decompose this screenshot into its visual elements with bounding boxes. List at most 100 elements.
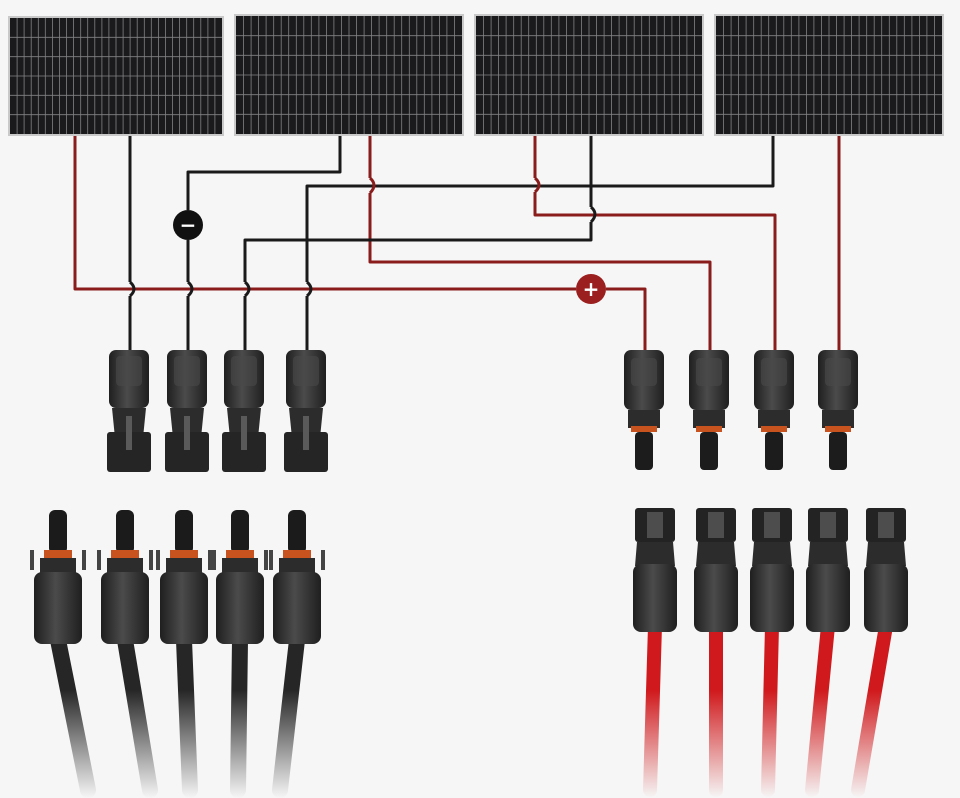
connector-mouth: [222, 432, 266, 472]
connector-mouth: [284, 432, 328, 472]
bottom-fade: [0, 690, 960, 798]
panel-grid: [236, 16, 462, 134]
wire-crossover-4: [305, 280, 313, 298]
wire-crossover-2: [186, 280, 194, 298]
connector-clip: [156, 550, 160, 570]
connector-grip: [34, 572, 82, 644]
connector-latch: [820, 512, 836, 538]
connector-pin: [635, 432, 653, 470]
wire-crossover-6: [533, 176, 541, 194]
connector-clip: [264, 550, 268, 570]
wire-crossover-5: [368, 176, 376, 195]
connector-clip: [97, 550, 101, 570]
connector-seal: [170, 550, 198, 558]
positive-wire-panel-2: [368, 136, 712, 352]
connector-clip: [208, 550, 212, 570]
negative-branch-connector-2: [165, 350, 209, 472]
connector-grip: [273, 572, 321, 644]
connector-clip: [149, 550, 153, 570]
connector-pin: [116, 510, 134, 554]
connector-pin: [700, 432, 718, 470]
negative-wire-panel-3: [243, 136, 593, 352]
solar-panel-2: [234, 14, 464, 136]
positive-marker: +: [576, 274, 606, 304]
connector-neck: [628, 410, 660, 428]
positive-branch-connector-1: [624, 350, 664, 470]
solar-panels: [8, 14, 944, 136]
minus-circle-icon: [173, 210, 203, 240]
connector-ribs: [174, 356, 200, 386]
connector-sleeve: [752, 542, 792, 566]
connector-seal: [825, 426, 851, 432]
connector-pin: [49, 510, 67, 554]
wire-crossover-3: [243, 280, 251, 298]
connector-clip: [82, 550, 86, 570]
connector-pin: [175, 510, 193, 554]
negative-branch-connector-3: [222, 350, 266, 472]
connector-latch: [303, 416, 309, 450]
connector-collar: [222, 558, 258, 576]
connector-ribs: [231, 356, 257, 386]
connector-collar: [279, 558, 315, 576]
connector-grip: [864, 564, 908, 632]
positive-wire-panel-1: [73, 136, 576, 291]
positive-wire-panel-3: [533, 136, 777, 352]
connector-ribs: [293, 356, 319, 386]
solar-panel-4: [714, 14, 944, 136]
connector-grip: [750, 564, 794, 632]
connector-seal: [44, 550, 72, 558]
positive-wire-bus-out: [606, 287, 647, 352]
connector-latch: [764, 512, 780, 538]
connector-pin: [231, 510, 249, 554]
connector-neck: [822, 410, 854, 428]
positive-branch-connector-4: [818, 350, 858, 470]
connector-latch: [241, 416, 247, 450]
positive-branch-connector-2: [689, 350, 729, 470]
connector-mouth: [165, 432, 209, 472]
negative-branch-connector-4: [284, 350, 328, 472]
connector-ribs: [116, 356, 142, 386]
panel-grid: [716, 16, 942, 134]
connector-grip: [216, 572, 264, 644]
connector-latch: [878, 512, 894, 538]
connector-ribs: [825, 358, 851, 386]
connector-sleeve: [808, 542, 848, 566]
connector-latch: [647, 512, 663, 538]
connector-ribs: [631, 358, 657, 386]
connector-latch: [126, 416, 132, 450]
connector-seal: [761, 426, 787, 432]
connector-grip: [694, 564, 738, 632]
connector-pin: [765, 432, 783, 470]
connector-latch: [184, 416, 190, 450]
connector-mouth: [107, 432, 151, 472]
connector-seal: [283, 550, 311, 558]
connector-ribs: [761, 358, 787, 386]
negative-marker: −: [173, 210, 203, 240]
connector-clip: [30, 550, 34, 570]
connector-grip: [101, 572, 149, 644]
solar-panel-1: [8, 16, 224, 136]
connector-collar: [40, 558, 76, 576]
connector-grip: [633, 564, 677, 632]
connector-pin: [829, 432, 847, 470]
connector-latch: [708, 512, 724, 538]
connector-pin: [288, 510, 306, 554]
connector-seal: [226, 550, 254, 558]
connector-clip: [212, 550, 216, 570]
solar-panel-3: [474, 14, 704, 136]
branch-connectors-positive: [624, 350, 858, 470]
connector-seal: [631, 426, 657, 432]
connector-clip: [321, 550, 325, 570]
connector-collar: [166, 558, 202, 576]
plus-circle-icon: [576, 274, 606, 304]
wire-crossover-1: [128, 280, 136, 298]
negative-branch-connector-1: [107, 350, 151, 472]
wire-crossover-7: [589, 205, 597, 224]
negative-sign: −: [180, 213, 197, 237]
connector-sleeve: [696, 542, 736, 566]
connector-grip: [160, 572, 208, 644]
positive-sign: +: [583, 277, 600, 301]
panel-grid: [476, 16, 702, 134]
connector-seal: [696, 426, 722, 432]
